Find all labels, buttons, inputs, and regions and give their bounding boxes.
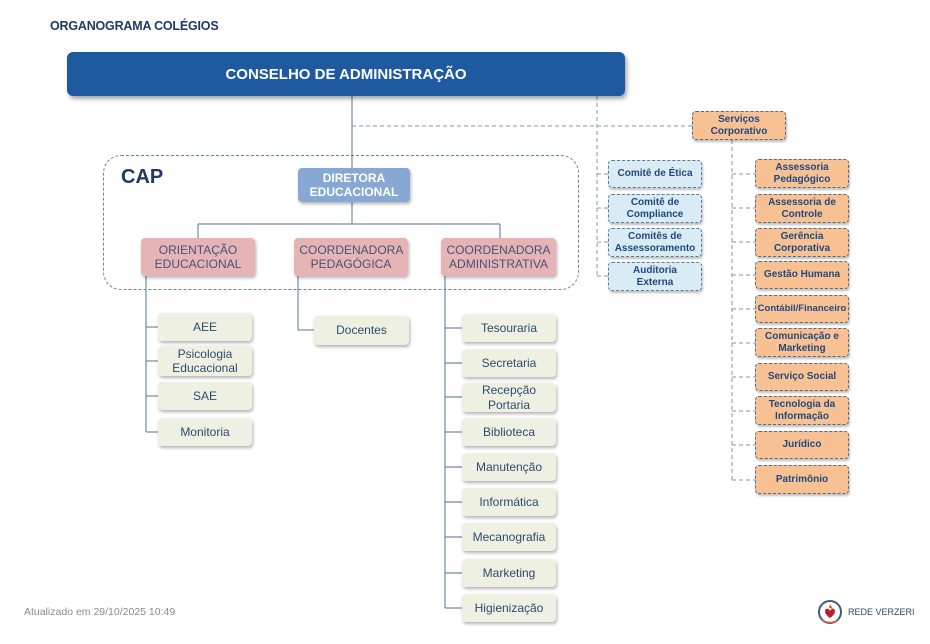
unit-box[interactable]: SAE <box>158 382 252 410</box>
corporate-item[interactable]: Assessoria de Controle <box>755 194 849 223</box>
corporate-item[interactable]: Gerência Corporativa <box>755 228 849 257</box>
unit-box[interactable]: Monitoria <box>158 418 252 446</box>
unit-box[interactable]: Mecanografia <box>462 523 556 551</box>
director-box[interactable]: DIRETORA EDUCACIONAL <box>298 168 410 202</box>
unit-box[interactable]: Tesouraria <box>462 314 556 342</box>
cap-group-frame <box>103 155 579 290</box>
corporate-item[interactable]: Tecnologia da Informação <box>755 396 849 425</box>
unit-box[interactable]: Marketing <box>462 559 556 587</box>
logo-icon <box>818 600 842 624</box>
corporate-item[interactable]: Contábil/Financeiro <box>755 295 849 323</box>
updated-timestamp: Atualizado em 29/10/2025 10:49 <box>24 606 176 618</box>
coordinator-orientation[interactable]: ORIENTAÇÃO EDUCACIONAL <box>141 238 255 276</box>
unit-box[interactable]: Secretaria <box>462 349 556 377</box>
committee-box[interactable]: Comitê de Compliance <box>608 194 702 223</box>
cap-label: CAP <box>121 166 164 188</box>
corporate-services-box[interactable]: Serviços Corporativo <box>692 111 786 140</box>
unit-box[interactable]: Psicologia Educacional <box>158 346 252 376</box>
unit-box[interactable]: Biblioteca <box>462 418 556 446</box>
unit-box[interactable]: Higienização <box>462 594 556 622</box>
page-title: ORGANOGRAMA COLÉGIOS <box>50 19 219 33</box>
corporate-item[interactable]: Gestão Humana <box>755 261 849 289</box>
coordinator-administrative[interactable]: COORDENADORA ADMINISTRATIVA <box>441 238 556 276</box>
committee-box[interactable]: Comitê de Ética <box>608 160 702 188</box>
committee-box[interactable]: Auditoria Externa <box>608 262 702 291</box>
coordinator-pedagogical[interactable]: COORDENADORA PEDAGÓGICA <box>294 238 408 276</box>
corporate-item[interactable]: Serviço Social <box>755 363 849 391</box>
unit-box[interactable]: AEE <box>158 313 252 341</box>
unit-box[interactable]: Manutenção <box>462 453 556 481</box>
unit-box[interactable]: Recepção Portaria <box>462 383 556 412</box>
board-box[interactable]: CONSELHO DE ADMINISTRAÇÃO <box>67 52 625 96</box>
corporate-item[interactable]: Jurídico <box>755 431 849 459</box>
corporate-item[interactable]: Patrimônio <box>755 465 849 494</box>
committee-box[interactable]: Comitês de Assessoramento <box>608 228 702 257</box>
corporate-item[interactable]: Comunicação e Marketing <box>755 328 849 357</box>
brand-logo: REDE VERZERI <box>815 597 915 627</box>
logo-text: REDE VERZERI <box>848 607 915 617</box>
corporate-item[interactable]: Assessoria Pedagógico <box>755 159 849 188</box>
unit-box[interactable]: Docentes <box>314 316 409 345</box>
unit-box[interactable]: Informática <box>462 488 556 516</box>
